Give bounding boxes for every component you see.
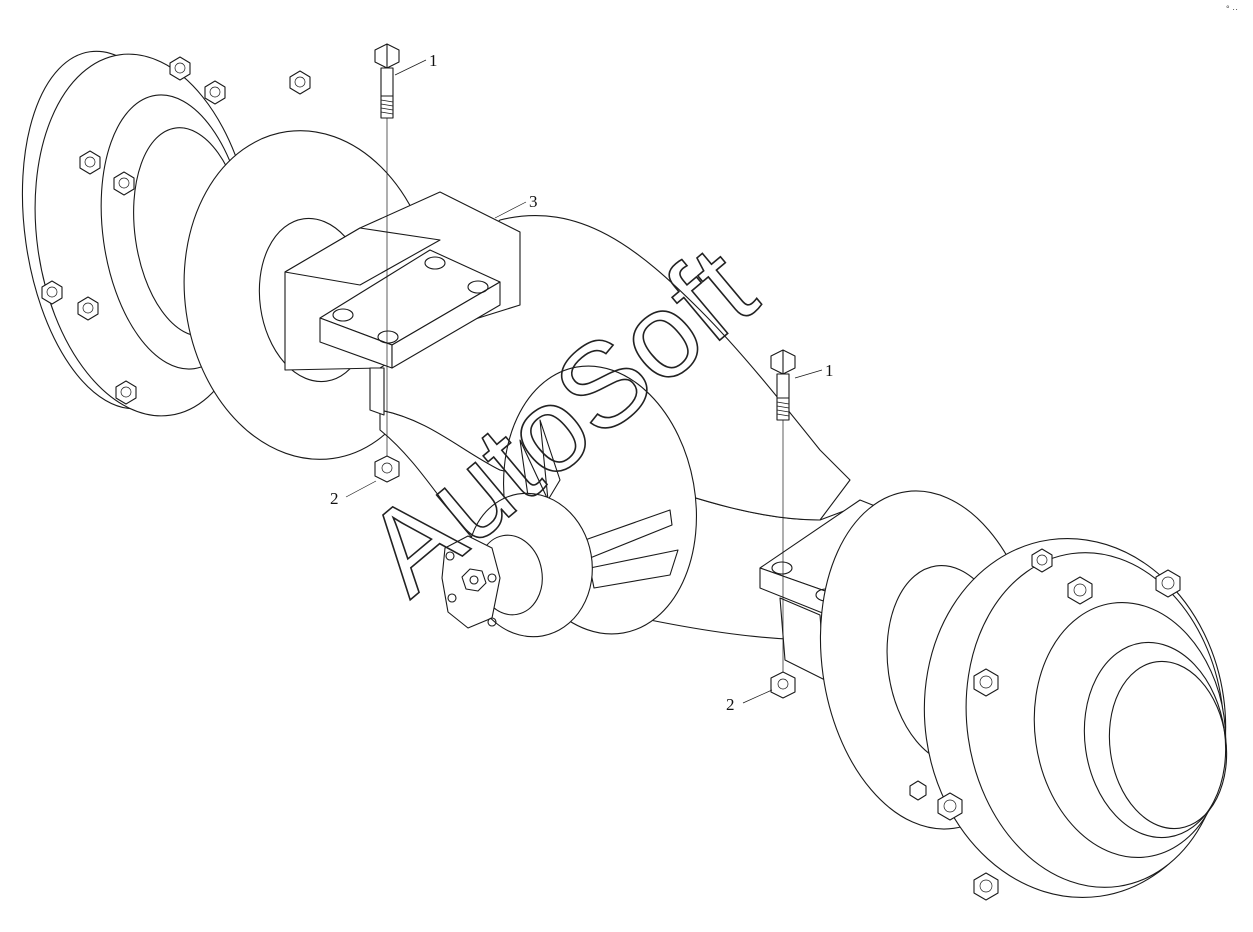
left-mount-bracket <box>284 191 521 416</box>
callout-label-3: 3 <box>529 192 538 211</box>
bolt-right <box>770 349 796 675</box>
nut-left <box>374 455 400 483</box>
callout-label-2-left: 2 <box>330 489 339 508</box>
input-flange <box>441 492 593 638</box>
nut-right <box>770 671 796 699</box>
left-hub-bolts <box>41 56 311 405</box>
callout-label-1-right: 1 <box>825 361 834 380</box>
corner-mark: ° ·· <box>1226 4 1238 14</box>
callout-label-2-right: 2 <box>726 695 735 714</box>
callout-leaders <box>345 59 823 704</box>
right-wheel-hub <box>923 537 1228 899</box>
bolt-left <box>374 43 400 460</box>
right-hub-bolts <box>909 548 1181 901</box>
callout-label-1-left: 1 <box>429 51 438 70</box>
